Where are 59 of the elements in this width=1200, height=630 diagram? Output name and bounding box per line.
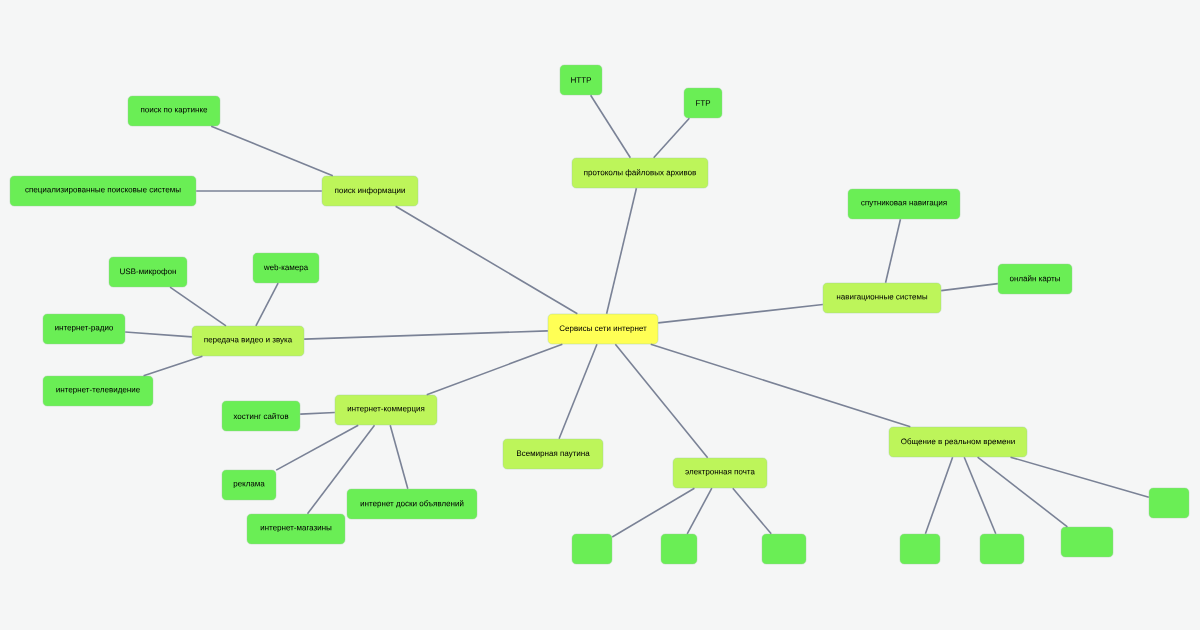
topic-box: хостинг сайтов bbox=[221, 400, 301, 432]
topic-box: специализированные поисковые системы bbox=[9, 175, 197, 207]
connector-line bbox=[976, 456, 1069, 528]
connector-line bbox=[275, 424, 360, 471]
topic-box: FTP bbox=[683, 87, 723, 119]
topic-box: интернет-радио bbox=[42, 313, 126, 345]
topic-box: передача видео и звука bbox=[191, 325, 305, 357]
node-box bbox=[1148, 487, 1190, 519]
connector-line bbox=[389, 424, 409, 490]
topic-box: реклама bbox=[221, 469, 277, 501]
topic-box: интернет-телевидение bbox=[42, 375, 154, 407]
connector-line bbox=[649, 343, 912, 428]
topic-box: HTTP bbox=[559, 64, 603, 96]
connector-line bbox=[611, 487, 696, 538]
node-box bbox=[899, 533, 941, 565]
topic-box: спутниковая навигация bbox=[847, 188, 961, 220]
topic-box: Общение в реальном времени bbox=[888, 426, 1028, 458]
topic-box: Сервисы сети интернет bbox=[547, 313, 659, 345]
topic-box: интернет доски объявлений bbox=[346, 488, 478, 520]
node-box bbox=[660, 533, 698, 565]
connector-line bbox=[169, 286, 227, 327]
topic-box: Всемирная паутина bbox=[502, 438, 604, 470]
connector-line bbox=[210, 125, 334, 177]
connector-line bbox=[425, 343, 564, 396]
connector-line bbox=[963, 456, 997, 535]
connector-line bbox=[558, 343, 598, 440]
connector-line bbox=[614, 343, 709, 459]
connector-line bbox=[686, 487, 713, 535]
connector-line bbox=[657, 303, 824, 324]
node-box bbox=[571, 533, 613, 565]
topic-box: USB-микрофон bbox=[108, 256, 188, 288]
topic-box: навигационные системы bbox=[822, 282, 942, 314]
topic-box: протоколы файловых архивов bbox=[571, 157, 709, 189]
node-box bbox=[979, 533, 1025, 565]
topic-box: онлайн карты bbox=[997, 263, 1073, 295]
topic-box: поиск информации bbox=[321, 175, 419, 207]
connector-line bbox=[652, 117, 691, 159]
connector-line bbox=[589, 94, 632, 159]
connector-line bbox=[605, 187, 638, 315]
connector-line bbox=[303, 330, 549, 340]
topic-box: электронная почта bbox=[672, 457, 768, 489]
connector-line bbox=[255, 282, 279, 327]
node-box bbox=[761, 533, 807, 565]
topic-box: интернет-коммерция bbox=[334, 394, 438, 426]
connector-line bbox=[306, 424, 376, 515]
connector-line bbox=[142, 355, 204, 377]
connector-line bbox=[732, 487, 772, 535]
connector-line bbox=[924, 456, 954, 535]
connector-line bbox=[195, 190, 323, 192]
node-box bbox=[1060, 526, 1114, 558]
topic-box: поиск по картинке bbox=[127, 95, 221, 127]
connector-line bbox=[884, 218, 902, 284]
connector-line bbox=[299, 411, 336, 415]
topic-box: интернет-магазины bbox=[246, 513, 346, 545]
connector-line bbox=[124, 331, 193, 338]
connector-line bbox=[394, 205, 579, 315]
topic-box: web-камера bbox=[252, 252, 320, 284]
connector-line bbox=[1009, 456, 1150, 498]
connector-line bbox=[940, 282, 999, 292]
